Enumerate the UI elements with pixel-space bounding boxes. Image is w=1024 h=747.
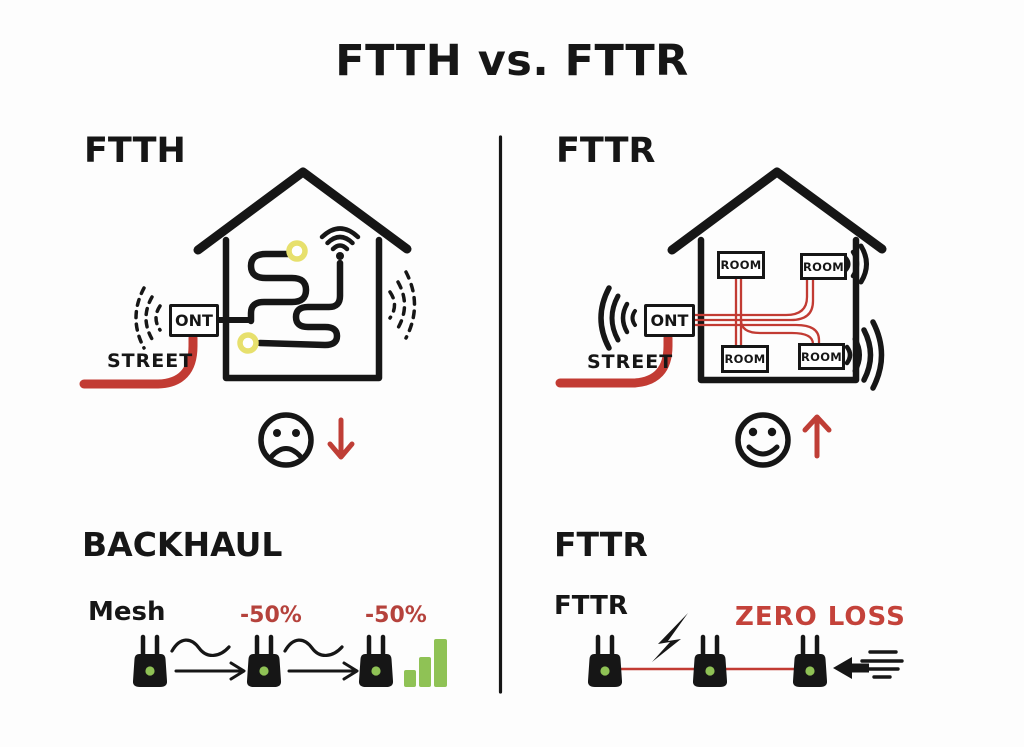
ont-label: ONT	[650, 311, 689, 330]
router-icon	[246, 634, 282, 687]
house-roof	[193, 167, 412, 255]
house-walls	[222, 236, 383, 382]
weak-wifi-dashed-icon-left	[134, 286, 162, 350]
zero-loss-label: ZERO LOSS	[735, 602, 906, 632]
loss-percent-label: -50%	[240, 603, 302, 628]
house-roof	[667, 167, 887, 255]
cable-outlet-icons	[237, 240, 308, 354]
room-box: ROOM	[717, 251, 765, 279]
fast-arrow-left-icon	[833, 650, 904, 679]
street-fiber-cable-left	[79, 333, 198, 389]
mesh-hop-2	[283, 638, 359, 681]
interference-squiggle	[283, 638, 344, 657]
fttr-router-label: FTTR	[554, 591, 628, 621]
fttr-section-heading: FTTR	[556, 131, 656, 171]
smiley-face-icon	[735, 412, 791, 468]
wifi-icon	[319, 226, 361, 260]
ftth-section-heading: FTTH	[84, 131, 186, 171]
ftth-house	[193, 167, 412, 382]
mesh-hop-1	[170, 638, 246, 681]
ont-box-right: ONT	[644, 304, 695, 337]
sad-face-icon	[258, 412, 314, 468]
room-box: ROOM	[800, 253, 847, 280]
interference-squiggle	[170, 638, 231, 657]
room-label: ROOM	[800, 349, 843, 364]
room-box: ROOM	[721, 345, 769, 373]
router-icon	[132, 634, 168, 687]
router-icon	[692, 634, 728, 687]
room-label: ROOM	[802, 259, 845, 274]
street-label-right: STREET	[587, 351, 674, 373]
arrow-down-icon	[327, 417, 355, 460]
strong-wifi-icon-bottom-room	[844, 319, 885, 391]
outlet-icon	[237, 332, 259, 354]
ont-label: ONT	[175, 311, 213, 330]
router-icon	[587, 634, 623, 687]
street-label-left: STREET	[107, 350, 194, 372]
fttr-fiber-network	[689, 273, 821, 347]
lightning-bolt-icon	[652, 613, 688, 662]
room-box: ROOM	[798, 343, 845, 370]
signal-bars-icon	[404, 639, 447, 687]
backhaul-heading: BACKHAUL	[82, 525, 283, 564]
room-label: ROOM	[720, 258, 762, 272]
arrow-up-icon	[802, 414, 832, 459]
loss-percent-label: -50%	[365, 603, 427, 628]
strong-wifi-icon-left	[598, 285, 637, 351]
hop-arrowhead	[342, 661, 359, 681]
router-icon	[792, 634, 828, 687]
router-icon	[358, 634, 394, 687]
weak-wifi-dashed-icon-right	[388, 270, 417, 340]
street-fiber-cable-right	[555, 333, 673, 388]
ont-box-left: ONT	[169, 304, 219, 337]
ftth-indoor-cable	[211, 250, 344, 349]
fttr-house	[667, 167, 887, 384]
fttr-bottom-heading: FTTR	[554, 525, 648, 564]
hop-arrowhead	[229, 661, 246, 681]
room-label: ROOM	[724, 352, 766, 366]
outlet-icon	[286, 240, 308, 262]
house-walls	[697, 236, 860, 384]
page-title: FTTH vs. FTTR	[335, 36, 689, 86]
mesh-label: Mesh	[88, 597, 166, 627]
